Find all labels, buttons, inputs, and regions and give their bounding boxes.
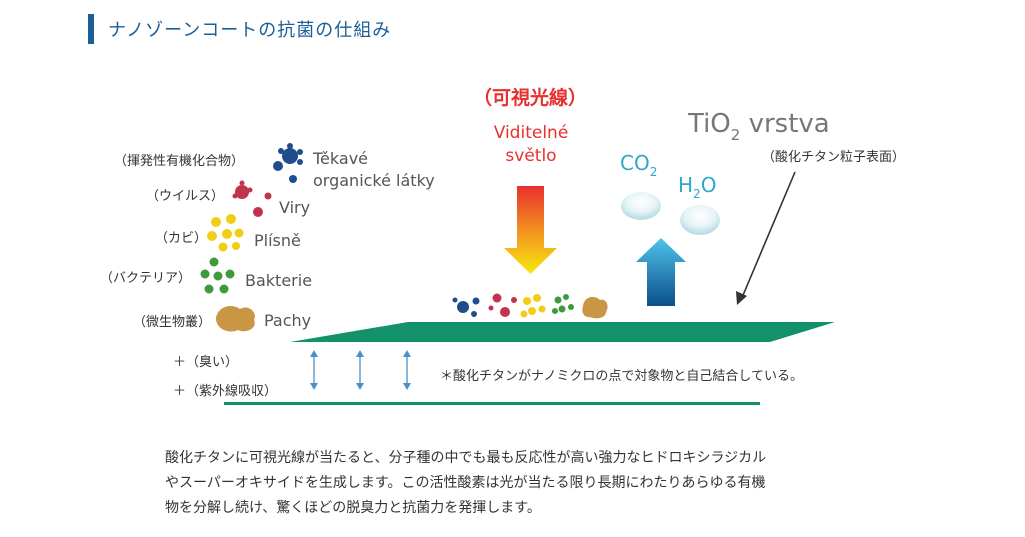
co2-subscript: 2 xyxy=(650,165,658,179)
co2-label: CO2 xyxy=(620,151,657,179)
light-down-arrow xyxy=(504,186,557,274)
layer-label-subscript: 2 xyxy=(731,126,741,144)
microbiota-label-cz: Pachy xyxy=(264,311,311,330)
layer-pointer-arrowhead xyxy=(736,291,747,305)
co2-bubble: CO2 xyxy=(620,151,661,220)
h2o-o: O xyxy=(701,173,717,197)
decomposition-up-arrow xyxy=(636,238,686,306)
layer-note: （酸化チタン粒子表面） xyxy=(762,150,905,165)
surface-voc-particles xyxy=(452,297,480,317)
substrate-line xyxy=(224,402,760,405)
description-line-2: やスーパーオキサイドを生成します。この活性酸素は光が当たる限り長期にわたりあらゆ… xyxy=(165,475,766,491)
layer-label: TiO2 vrstva xyxy=(687,109,830,144)
bacteria-icon xyxy=(200,257,235,294)
h2o-label: H2O xyxy=(678,173,716,201)
light-label-jp: （可視光線） xyxy=(473,86,587,109)
surface-mold-particles xyxy=(520,294,546,318)
nano-bonding-note: ＊酸化チタンがナノミクロの点で対象物と自己結合している。 xyxy=(440,369,803,384)
voc-label-cz-2: organické látky xyxy=(313,171,435,190)
antibacterial-mechanism-diagram: （可視光線） Viditelné světlo TiO2 vrstva （酸化チ… xyxy=(100,86,905,405)
voc-label-cz-1: Těkavé xyxy=(312,149,368,168)
h2o-h: H xyxy=(678,173,693,197)
bacteria-label-cz: Bakterie xyxy=(245,271,312,290)
layer-pointer-line xyxy=(740,171,796,301)
surface-microbiota-particle xyxy=(582,296,608,319)
thickness-arrows xyxy=(310,350,411,390)
h2o-bubble: H2O xyxy=(678,173,720,235)
effect-odor: ＋（臭い） xyxy=(173,355,238,370)
virus-icon xyxy=(232,180,272,217)
voc-icon xyxy=(273,143,303,183)
pollutant-virus: （ウイルス） Viry xyxy=(146,180,310,217)
light-label-cz-2: světlo xyxy=(505,146,556,166)
description-line-1: 酸化チタンに可視光線が当たると、分子種の中でも最も反応性が高い強力なヒドロキシラ… xyxy=(165,450,767,466)
virus-label-jp: （ウイルス） xyxy=(146,189,224,204)
h2o-subscript: 2 xyxy=(693,187,701,201)
bacteria-label-jp: （バクテリア） xyxy=(100,271,191,286)
section-heading: ナノゾーンコートの抗菌の仕組み xyxy=(88,14,391,44)
surface-particles xyxy=(452,293,608,319)
surface-virus-particles xyxy=(488,293,517,317)
pollutant-bacteria: （バクテリア） Bakterie xyxy=(100,257,312,294)
light-label-cz-1: Viditelné xyxy=(494,123,569,143)
effect-uv-absorption: ＋（紫外線吸収） xyxy=(173,383,277,399)
layer-label-suffix: vrstva xyxy=(740,109,829,139)
pollutant-mold: （カビ） Plísně xyxy=(155,214,301,252)
description-line-3: 物を分解し続け、驚くほどの脱臭力と抗菌力を発揮します。 xyxy=(165,500,541,516)
page-title: ナノゾーンコートの抗菌の仕組み xyxy=(108,20,392,41)
tio2-layer xyxy=(290,322,835,342)
microbiota-label-jp: （微生物叢） xyxy=(133,315,211,330)
layer-label-prefix: TiO xyxy=(687,109,731,139)
heading-accent-bar xyxy=(88,14,94,44)
surface-bacteria-particles xyxy=(552,294,574,314)
mold-label-jp: （カビ） xyxy=(155,231,207,246)
microbiota-icon xyxy=(216,306,255,332)
pollutant-voc: （揮発性有機化合物） Těkavé organické látky xyxy=(114,143,435,190)
pollutant-microbiota: （微生物叢） Pachy xyxy=(133,306,311,332)
virus-label-cz: Viry xyxy=(279,198,310,217)
mold-label-cz: Plísně xyxy=(254,231,301,250)
voc-label-jp: （揮発性有機化合物） xyxy=(114,154,244,169)
description-paragraph: 酸化チタンに可視光線が当たると、分子種の中でも最も反応性が高い強力なヒドロキシラ… xyxy=(165,446,865,521)
co2-main: CO xyxy=(620,151,650,175)
mold-icon xyxy=(207,214,244,252)
